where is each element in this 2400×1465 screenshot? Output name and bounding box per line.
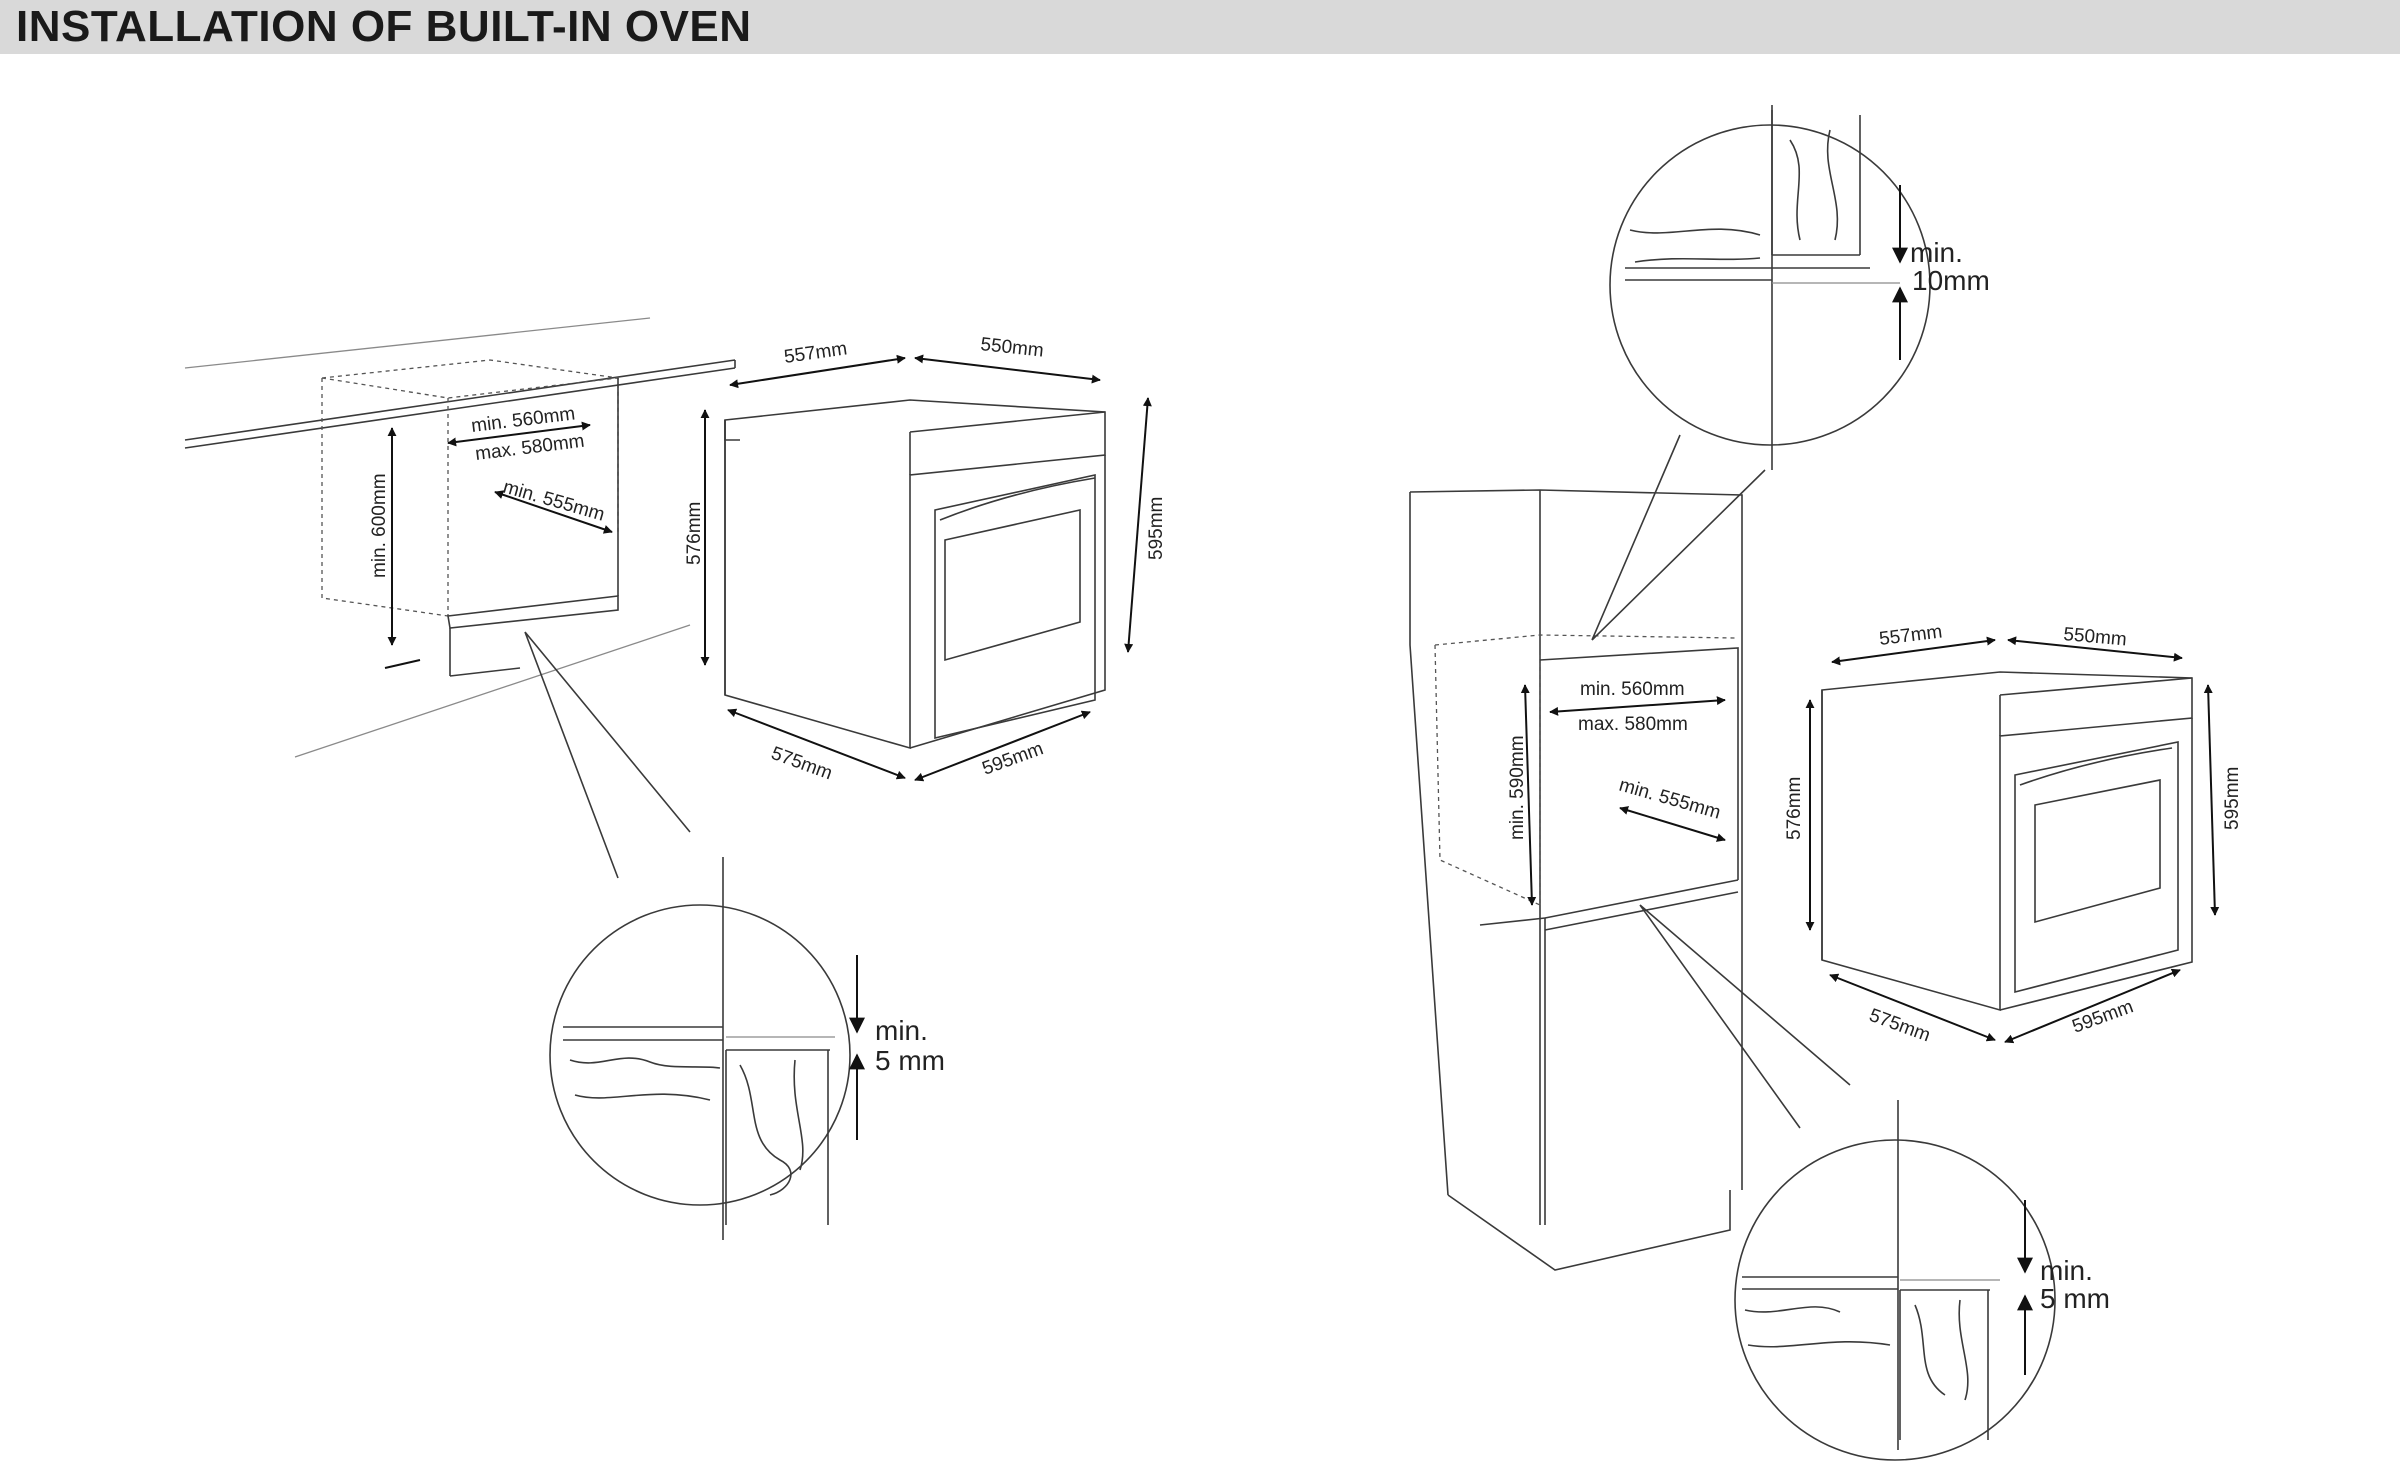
left-niche-width-max-label: max. 580mm xyxy=(474,431,586,465)
left-niche-dimensions xyxy=(384,421,613,669)
right-oven-front-height-label: 595mm xyxy=(2222,767,2243,830)
right-oven-side-height-label: 576mm xyxy=(1784,777,1805,840)
right-top-detail-callout xyxy=(1591,105,1931,641)
left-detail-min-label: min. xyxy=(875,1015,928,1046)
right-niche-height-label: min. 590mm xyxy=(1507,735,1528,840)
right-niche-dimensions xyxy=(1520,684,1726,906)
left-oven-bottom-depth-label: 575mm xyxy=(768,743,835,784)
right-oven-drawing xyxy=(1821,671,2193,1012)
left-oven-front-height-label: 595mm xyxy=(1146,497,1167,560)
right-niche-depth-label: min. 555mm xyxy=(1617,775,1723,824)
left-oven-top-depth-label: 557mm xyxy=(783,338,849,368)
right-niche-width-label: min. 560mm xyxy=(1580,679,1685,700)
left-oven-side-height-label: 576mm xyxy=(684,502,705,565)
header-bar: INSTALLATION OF BUILT-IN OVEN xyxy=(0,0,2400,54)
left-detail-callout xyxy=(524,631,865,1240)
left-oven-drawing xyxy=(724,399,1106,750)
right-niche-width-max-label: max. 580mm xyxy=(1578,714,1688,735)
page-title: INSTALLATION OF BUILT-IN OVEN xyxy=(16,2,752,51)
left-oven-top-width-label: 550mm xyxy=(979,334,1044,362)
right-bottom-detail-min-label: min. xyxy=(2040,1255,2093,1286)
left-detail-value-label: 5 mm xyxy=(875,1045,945,1076)
right-bottom-detail-value-label: 5 mm xyxy=(2040,1283,2110,1314)
left-niche-height-label: min. 600mm xyxy=(369,473,390,578)
right-oven-dimensions xyxy=(1805,636,2220,1044)
left-oven-bottom-width-label: 595mm xyxy=(980,738,1047,779)
left-niche-depth-label: min. 555mm xyxy=(501,477,607,526)
right-top-detail-min-label: min. xyxy=(1910,237,1963,268)
right-cabinet-drawing xyxy=(1409,489,1743,1271)
right-top-detail-value-label: 10mm xyxy=(1912,265,1990,296)
left-cabinet-drawing xyxy=(184,317,736,758)
right-bottom-detail-callout xyxy=(1639,904,2056,1461)
right-oven-top-depth-label: 557mm xyxy=(1878,621,1943,650)
left-oven-dimensions xyxy=(700,354,1152,782)
left-niche-width-label: min. 560mm xyxy=(470,403,576,437)
